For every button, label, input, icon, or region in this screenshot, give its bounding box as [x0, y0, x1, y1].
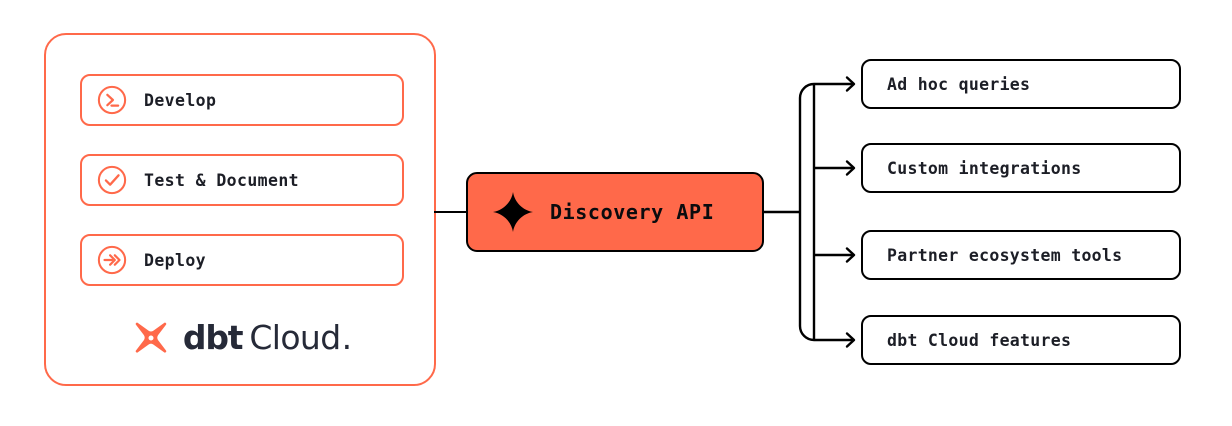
consumer-label-ad-hoc-queries: Ad hoc queries — [887, 74, 1031, 94]
consumer-label-dbt-cloud-features: dbt Cloud features — [887, 330, 1072, 350]
discovery-api-label: Discovery API — [550, 200, 715, 224]
consumer-label-partner-ecosystem-tools: Partner ecosystem tools — [887, 245, 1123, 265]
consumer-box-dbt-cloud-features[interactable]: dbt Cloud features — [861, 315, 1181, 365]
stage-label-test-and-document: Test & Document — [144, 170, 300, 190]
dbt-cloud-wordmark: dbt Cloud . — [183, 321, 352, 354]
consumer-label-custom-integrations: Custom integrations — [887, 158, 1082, 178]
connector-panel-to-discovery-api — [434, 211, 468, 213]
stage-label-develop: Develop — [144, 90, 217, 110]
terminal-prompt-icon — [97, 85, 127, 115]
wordmark-trailing-dot: . — [341, 317, 353, 357]
sparkle-star-icon — [493, 192, 533, 232]
consumer-box-partner-ecosystem-tools[interactable]: Partner ecosystem tools — [861, 230, 1181, 280]
dbt-x-logo-icon — [135, 322, 167, 353]
double-chevron-right-circle-icon — [97, 245, 127, 275]
stage-card-test-and-document[interactable]: Test & Document — [80, 154, 404, 206]
stage-label-deploy: Deploy — [144, 250, 207, 270]
wordmark-dbt: dbt — [182, 317, 244, 357]
discovery-api-node[interactable]: Discovery API — [466, 172, 764, 252]
wordmark-cloud: Cloud — [249, 317, 341, 357]
dbt-cloud-logo-lockup: dbt Cloud . — [46, 307, 434, 367]
check-circle-icon — [97, 165, 127, 195]
dbt-cloud-panel: Develop Test & Document Deploy — [44, 33, 436, 386]
fanout-connector — [762, 76, 856, 348]
consumer-box-custom-integrations[interactable]: Custom integrations — [861, 143, 1181, 193]
stage-card-deploy[interactable]: Deploy — [80, 234, 404, 286]
stage-card-develop[interactable]: Develop — [80, 74, 404, 126]
consumer-box-ad-hoc-queries[interactable]: Ad hoc queries — [861, 59, 1181, 109]
